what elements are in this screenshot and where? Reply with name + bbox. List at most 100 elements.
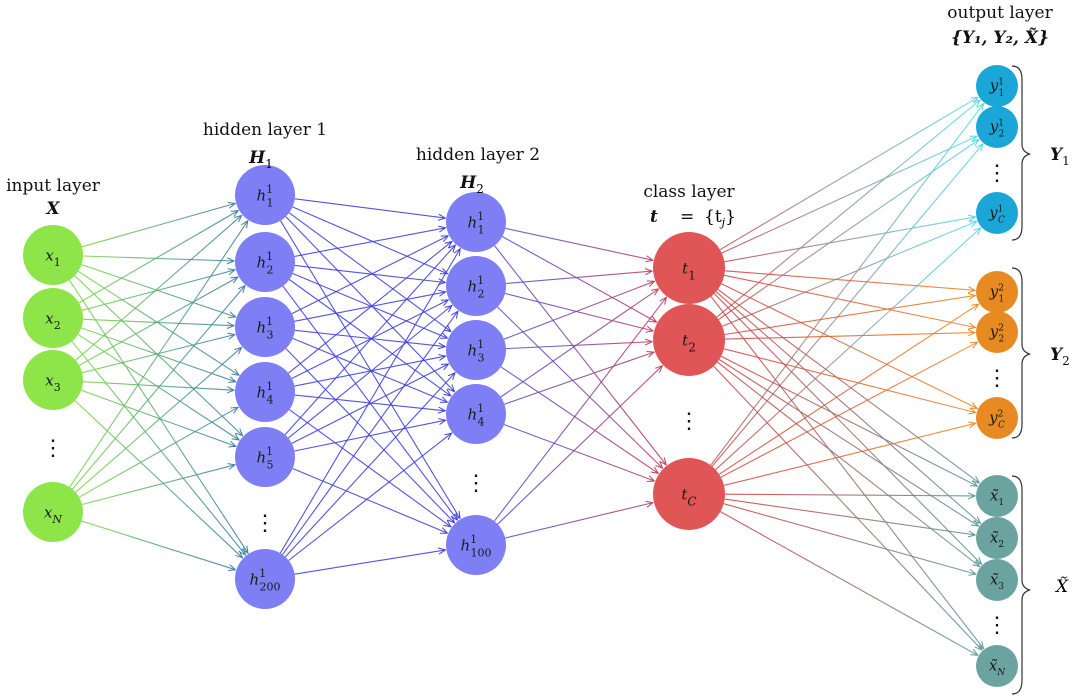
hidden1-to-hidden2-edge (280, 220, 461, 519)
hidden1-to-hidden2-edge (294, 329, 445, 346)
class-to-y1-edge (716, 100, 980, 318)
brace-y1 (1011, 65, 1031, 241)
hidden1-to-hidden2-edge (294, 292, 445, 322)
node-circle (235, 297, 295, 357)
node-circle (976, 106, 1018, 148)
hidden1-to-hidden2-edge (292, 467, 448, 534)
output-layer-set: {Y₁, Y₂, X̃} (951, 28, 1049, 48)
class-to-y2-edge (718, 304, 979, 475)
hidden1-to-hidden2-edge (294, 264, 445, 282)
node-circle (235, 362, 295, 422)
node-label: x̃N (989, 656, 1006, 678)
node-circle (976, 271, 1018, 313)
hidden1-ellipsis: ⋮ (254, 511, 276, 536)
input-to-hidden1-edge (74, 400, 243, 558)
input-to-hidden1-edge (77, 270, 239, 375)
hidden2-to-class-edge (503, 423, 654, 482)
node-label: tC (681, 486, 696, 509)
input-to-hidden1-edge (75, 347, 242, 493)
class-to-xtilde-edge (723, 503, 976, 574)
node-circle (23, 482, 83, 542)
hidden1-to-hidden2-edge (288, 241, 452, 374)
class-to-y2-edge (724, 295, 976, 336)
node-circle (235, 427, 295, 487)
class-layer-title: class layer (643, 182, 735, 202)
input-to-hidden1-edge (69, 221, 248, 488)
class-node: t1 (653, 232, 725, 304)
node-circle (976, 65, 1018, 107)
hidden-layer-1-symbol-base: H (248, 148, 266, 168)
input-layer-symbol: X (45, 199, 60, 219)
node-circle (446, 384, 506, 444)
hidden1-to-hidden2-edge (288, 433, 452, 561)
class-to-y2-edge (724, 274, 975, 327)
hidden1-to-hidden2-edge (282, 311, 458, 556)
group-label-xt: X̃ (1054, 577, 1069, 597)
output-layer-header: output layer {Y₁, Y₂, X̃} (947, 3, 1053, 48)
hidden2-to-class-edge (504, 292, 653, 331)
out-y1-ellipsis: ⋮ (986, 161, 1008, 186)
out-y2-ellipsis: ⋮ (986, 366, 1008, 391)
hidden2-to-class-edge (497, 306, 663, 468)
hidden2-to-class-edge (493, 297, 666, 522)
hidden-layer-1-symbol-sub: 1 (265, 157, 273, 171)
class-to-y2-edge (724, 270, 975, 291)
input-ellipsis: ⋮ (42, 436, 64, 461)
hidden1-to-hidden2-edge (291, 364, 449, 444)
node-circle (976, 397, 1018, 439)
group-label-y2-base: Y (1050, 345, 1064, 365)
node-label: t1 (682, 260, 696, 283)
input-to-hidden1-edge (81, 389, 236, 446)
class-to-xtilde-edge (715, 291, 980, 524)
hidden2-to-class-edge (500, 289, 659, 398)
node-circle (653, 232, 725, 304)
node-circle (976, 645, 1018, 687)
hidden2-ellipsis: ⋮ (465, 471, 487, 496)
node-circle (23, 288, 83, 348)
input-node: x1 (23, 225, 83, 285)
class-layer-set: {tj} (704, 207, 736, 229)
hidden-layer-1-symbol: H1 (248, 148, 273, 171)
class-layer-eq: = (680, 207, 694, 227)
class-node: tC (653, 458, 725, 530)
brace-xt (1011, 475, 1031, 695)
hidden-layer-2-symbol: H2 (459, 173, 484, 196)
node-circle (976, 475, 1018, 517)
class-to-y1-edge (711, 144, 983, 467)
class-to-y1-edge (724, 217, 975, 263)
input-to-hidden1-edge (78, 407, 238, 498)
output-group-braces (1011, 65, 1031, 695)
input-to-hidden1-edge (78, 211, 238, 304)
hidden2-to-class-edge (501, 236, 656, 323)
hidden1-to-hidden2-edge (292, 337, 448, 402)
node-label: x3 (45, 371, 60, 394)
output-group-labels: Y1 Y2 X̃ (1050, 145, 1070, 597)
class-layer-symbol: t (650, 207, 658, 227)
output-layer-title: output layer (947, 3, 1053, 23)
hidden1-to-hidden2-edge (294, 228, 446, 257)
hidden1-to-hidden2-edge (292, 206, 448, 274)
hidden-layer-1-title: hidden layer 1 (203, 120, 327, 140)
hidden2-to-class-edge (504, 352, 654, 405)
node-label: x2 (45, 309, 60, 332)
class-to-xtilde-edge (710, 296, 984, 649)
hidden1-to-hidden2-edge (287, 306, 452, 439)
class-ellipsis: ⋮ (678, 409, 700, 434)
class-layer-header: class layer t = {tj} (643, 182, 736, 229)
